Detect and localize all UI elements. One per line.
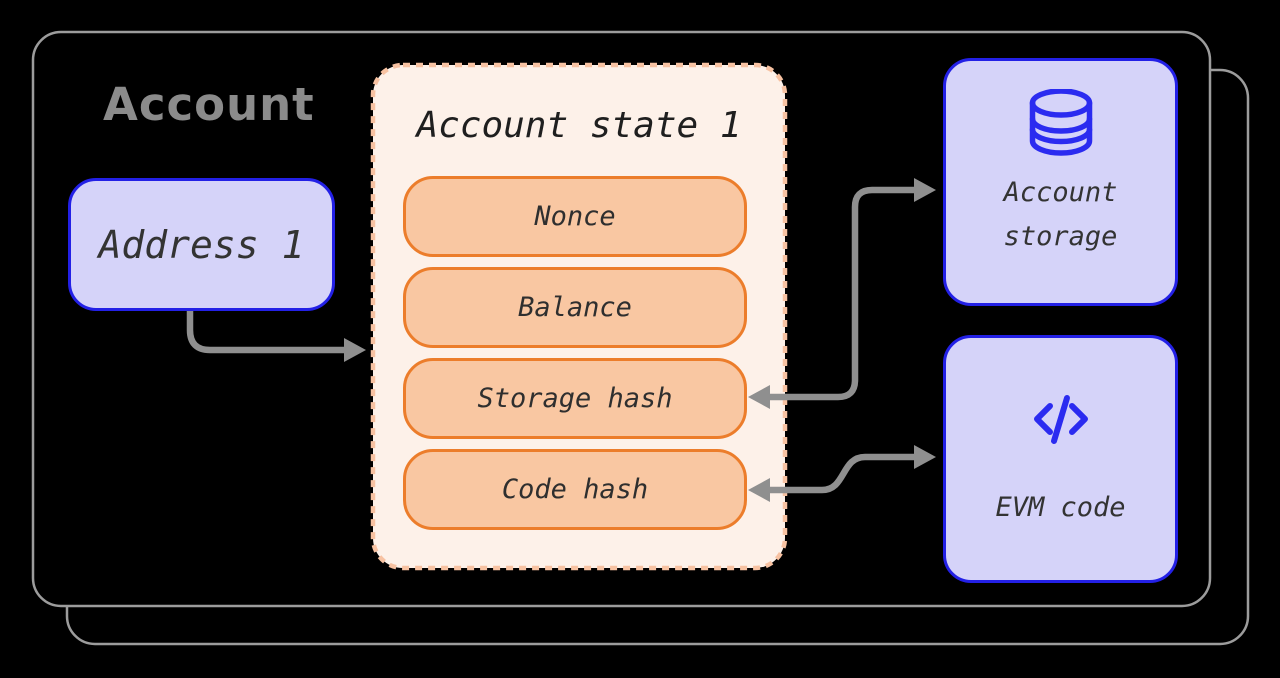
evm-code-box: EVM code xyxy=(943,335,1178,583)
code-hash-label: Code hash xyxy=(501,474,649,505)
arrow-codehash-evmcode xyxy=(748,445,936,502)
storage-hash-pill: Storage hash xyxy=(403,358,747,439)
account-card-title: Account xyxy=(103,78,315,131)
account-storage-label: Account storage xyxy=(1003,177,1118,252)
balance-pill: Balance xyxy=(403,267,747,348)
database-icon xyxy=(1029,89,1092,156)
account-card-outline xyxy=(31,30,1212,608)
account-state-title: Account state 1 xyxy=(416,105,742,146)
nonce-label: Nonce xyxy=(534,201,616,232)
arrow-storagehash-accountstorage xyxy=(748,178,936,409)
arrow-address-to-state xyxy=(186,311,366,362)
evm-code-label: EVM code xyxy=(995,492,1126,523)
account-storage-box: Account storage xyxy=(943,58,1178,306)
storage-hash-label: Storage hash xyxy=(477,383,673,414)
code-hash-pill: Code hash xyxy=(403,449,747,530)
code-icon xyxy=(1033,395,1088,444)
address-label: Address 1 xyxy=(98,222,305,267)
nonce-pill: Nonce xyxy=(403,176,747,257)
address-box: Address 1 xyxy=(68,178,335,311)
balance-label: Balance xyxy=(518,292,632,323)
card-shadow-outline xyxy=(65,68,1250,646)
